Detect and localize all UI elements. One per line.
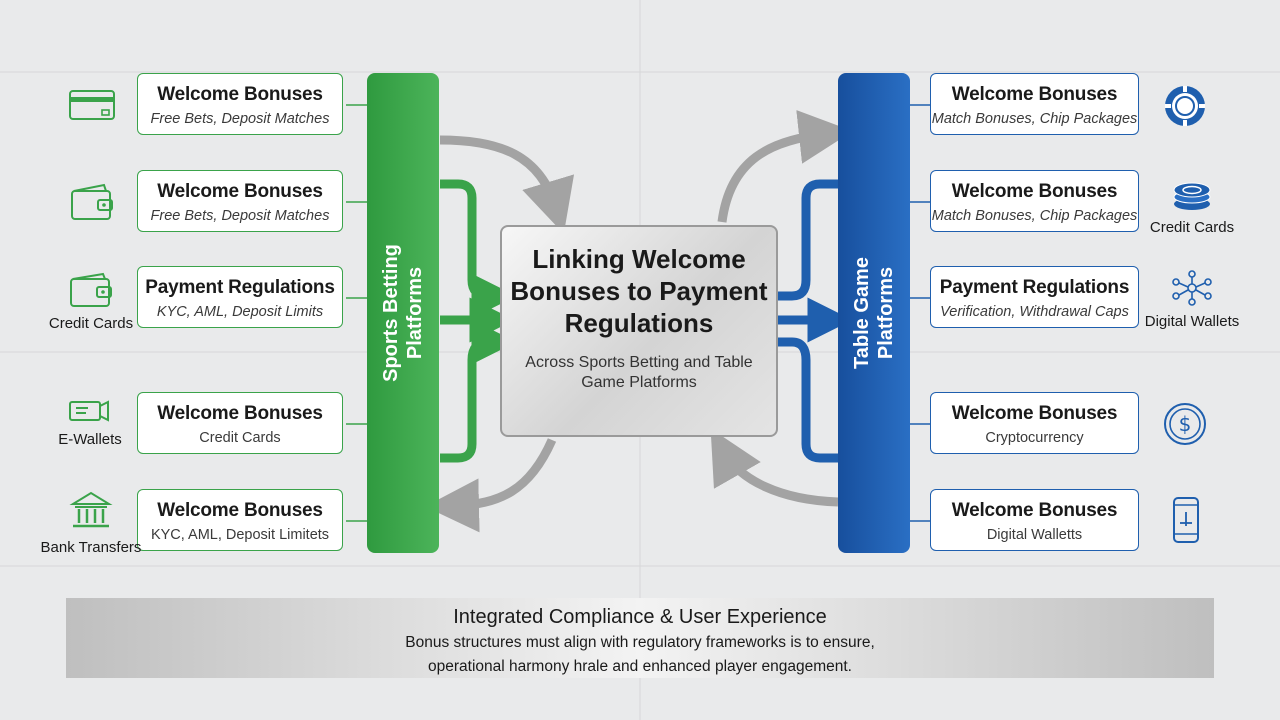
right-card-2: Welcome Bonuses Match Bonuses, Chip Pack…: [930, 170, 1139, 232]
card-title: Welcome Bonuses: [951, 84, 1118, 105]
gray-curved-arrows: [425, 110, 853, 533]
icon-caption: Credit Cards: [48, 315, 134, 332]
table-game-bar: Table Game Platforms: [838, 73, 910, 553]
footer-line-2: operational harmony hrale and enhanced p…: [428, 658, 852, 675]
right-icon-5: [1166, 496, 1206, 551]
left-card-2: Welcome Bonuses Free Bets, Deposit Match…: [137, 170, 343, 232]
footer-title: Integrated Compliance & User Experience: [453, 606, 827, 628]
sports-betting-label-line1: Sports Betting: [380, 244, 402, 382]
icon-caption: Digital Wallets: [1144, 313, 1240, 330]
sports-betting-bar: Sports Betting Platforms: [367, 73, 439, 553]
sports-betting-label-line2: Platforms: [404, 266, 426, 360]
poker-chip-icon: [1165, 86, 1205, 126]
wallet-icon: [70, 272, 112, 307]
card-subtitle: Digital Walletts: [986, 527, 1083, 543]
card-subtitle: Match Bonuses, Chip Packages: [931, 208, 1138, 224]
center-title-box: Linking Welcome Bonuses to Payment Regul…: [500, 225, 778, 437]
right-card-4: Welcome Bonuses Cryptocurrency: [930, 392, 1139, 454]
right-card-3: Payment Regulations Verification, Withdr…: [930, 266, 1139, 328]
right-icon-1: [1160, 84, 1210, 133]
left-icon-4: E-Wallets: [40, 398, 140, 448]
network-icon: [1172, 270, 1212, 306]
svg-text:$: $: [1179, 412, 1192, 436]
icon-caption: E-Wallets: [58, 431, 122, 448]
credit-card-icon: [69, 90, 115, 120]
table-game-label-line2: Platforms: [875, 266, 897, 360]
right-icon-3: Digital Wallets: [1138, 270, 1246, 330]
right-card-5: Welcome Bonuses Digital Walletts: [930, 489, 1139, 551]
left-card-5: Welcome Bonuses KYC, AML, Deposit Limite…: [137, 489, 343, 551]
icon-caption: Bank Transfers: [40, 539, 142, 556]
card-title: Welcome Bonuses: [951, 500, 1118, 521]
left-icon-3: Credit Cards: [36, 272, 146, 332]
card-subtitle: Free Bets, Deposit Matches: [150, 208, 330, 224]
left-icon-1: [60, 88, 124, 127]
card-subtitle: KYC, AML, Deposit Limitets: [150, 527, 330, 543]
green-flow-lines: [440, 179, 517, 463]
card-title: Payment Regulations: [145, 277, 335, 298]
table-game-label: Table Game Platforms: [850, 257, 898, 369]
left-card-4: Welcome Bonuses Credit Cards: [137, 392, 343, 454]
right-card-connectors: [910, 104, 930, 522]
table-game-label-line1: Table Game: [851, 257, 873, 369]
card-subtitle: Match Bonuses, Chip Packages: [931, 111, 1138, 127]
e-wallet-icon: [69, 400, 109, 422]
card-subtitle: Cryptocurrency: [985, 430, 1084, 446]
left-icon-2: [60, 183, 124, 226]
card-title: Welcome Bonuses: [157, 403, 323, 424]
mobile-phone-icon: [1173, 497, 1199, 543]
bank-icon: [69, 491, 113, 528]
card-title: Welcome Bonuses: [951, 403, 1118, 424]
card-subtitle: KYC, AML, Deposit Limits: [156, 304, 324, 320]
card-title: Payment Regulations: [939, 277, 1130, 298]
center-subtitle: Across Sports Betting and Table Game Pla…: [525, 354, 753, 391]
right-icon-4: $: [1162, 402, 1208, 451]
icon-caption: Credit Cards: [1149, 219, 1235, 236]
center-title: Linking Welcome Bonuses to Payment Regul…: [510, 244, 768, 338]
blue-flow-lines: [778, 179, 853, 463]
chip-stack-icon: [1173, 182, 1211, 210]
dollar-coin-icon: $: [1164, 403, 1206, 445]
card-title: Welcome Bonuses: [951, 181, 1118, 202]
card-subtitle: Free Bets, Deposit Matches: [150, 111, 330, 127]
card-subtitle: Verification, Withdrawal Caps: [940, 304, 1129, 320]
wallet-icon: [71, 183, 113, 220]
sports-betting-label: Sports Betting Platforms: [379, 244, 427, 382]
left-card-connectors: [346, 104, 367, 522]
footer-line-1: Bonus structures must align with regulat…: [405, 634, 875, 651]
right-card-1: Welcome Bonuses Match Bonuses, Chip Pack…: [930, 73, 1139, 135]
right-icon-2: Credit Cards: [1140, 178, 1244, 236]
left-card-1: Welcome Bonuses Free Bets, Deposit Match…: [137, 73, 343, 135]
card-subtitle: Credit Cards: [199, 430, 281, 446]
left-card-3: Payment Regulations KYC, AML, Deposit Li…: [137, 266, 343, 328]
card-title: Welcome Bonuses: [157, 84, 323, 105]
card-title: Welcome Bonuses: [157, 500, 323, 521]
left-icon-5: Bank Transfers: [34, 490, 148, 556]
card-title: Welcome Bonuses: [157, 181, 323, 202]
footer-banner: Integrated Compliance & User Experience …: [66, 598, 1214, 678]
